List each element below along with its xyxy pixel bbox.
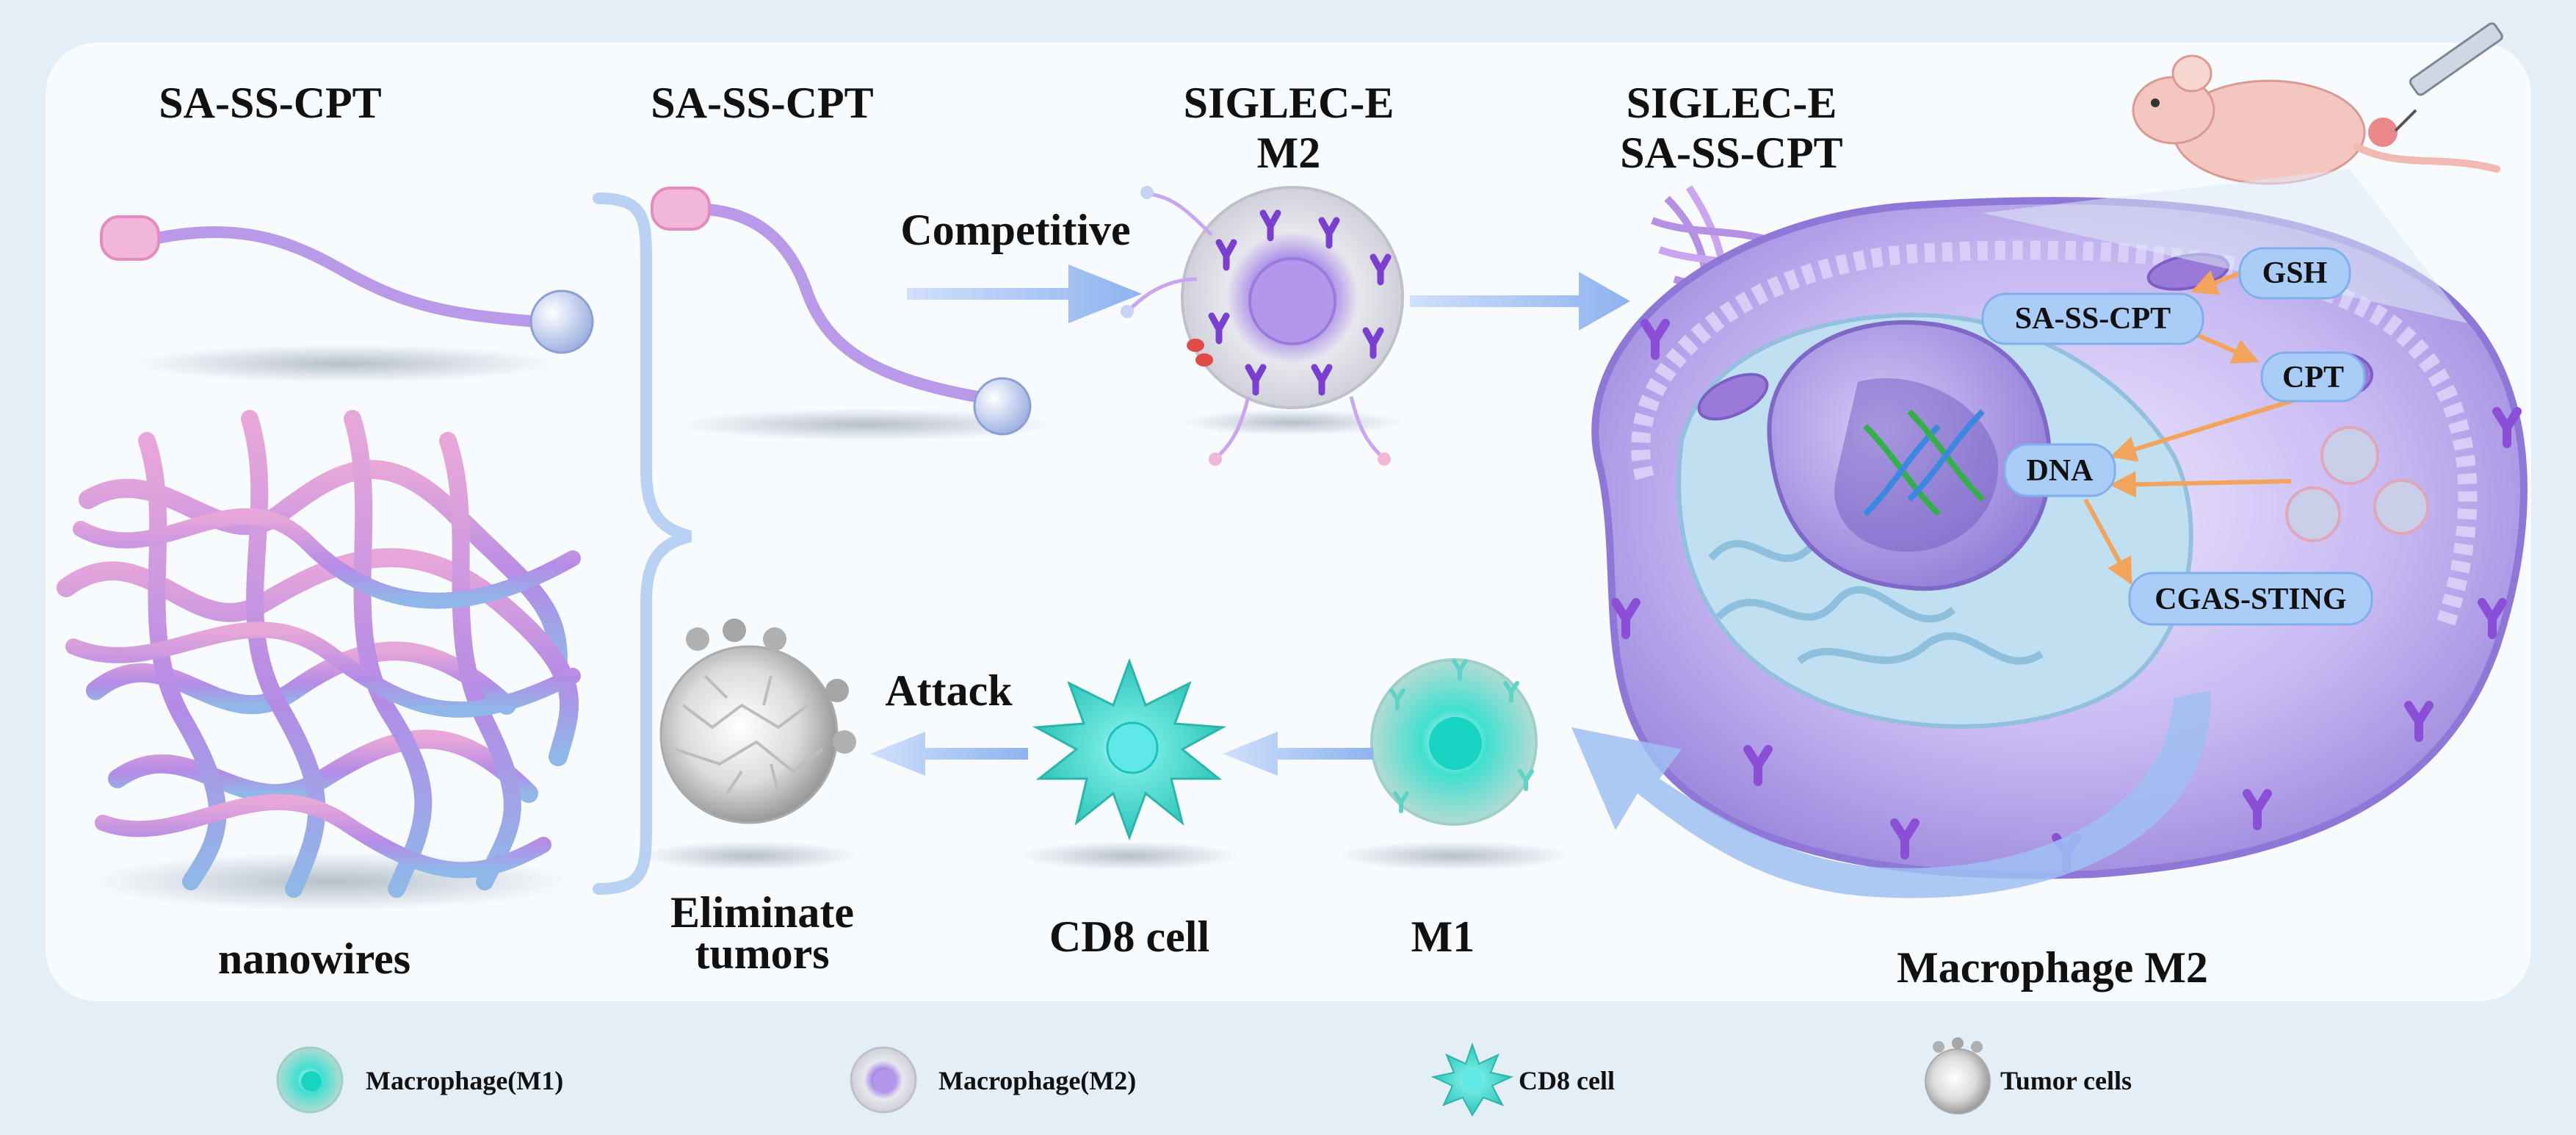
label-macrophage-m2: Macrophage M2 [1897, 943, 2208, 992]
label-tumors: tumors [695, 929, 829, 978]
label-siglec-e-right: SIGLEC-E [1627, 79, 1837, 127]
label-nanowires: nanowires [218, 934, 410, 983]
m2-shadow [1182, 409, 1403, 436]
legend-item-cd8: CD8 cell [1430, 1042, 1615, 1117]
pill-dna: DNA [2003, 443, 2116, 497]
pill-cpt: CPT [2260, 351, 2366, 403]
label-m2-top: M2 [1257, 129, 1321, 177]
pill-dna-label: DNA [2027, 454, 2094, 488]
legend-label-tumor: Tumor cells [2000, 1066, 2132, 1095]
polarization-arrow [1571, 691, 2211, 898]
legend-label-cd8: CD8 cell [1519, 1066, 1615, 1095]
macrophage-m2-cell-illustration [1591, 197, 2528, 879]
label-eliminate: Eliminate [670, 888, 854, 937]
pill-gsh: GSH [2238, 247, 2351, 300]
legend-item-tumor: Tumor cells [1925, 1037, 2132, 1114]
m1-macrophage-icon [1370, 658, 1538, 826]
label-siglec-e-top: SIGLEC-E [1184, 79, 1394, 127]
probe2-shadow [676, 408, 1057, 441]
competitive-arrow [907, 264, 1142, 323]
pill-gsh-label: GSH [2262, 256, 2328, 290]
pill-cgas-sting: CGAS-STING [2128, 572, 2373, 626]
label-m1: M1 [1411, 912, 1475, 961]
m1-shadow [1336, 841, 1571, 871]
attack-arrow [870, 732, 1028, 776]
dna-helix-icon [1863, 409, 1985, 516]
tumor-shadow [639, 841, 859, 871]
label-sa-ss-cpt-middle: SA-SS-CPT [651, 79, 873, 127]
sa-ss-cpt-molecule-icon [100, 215, 594, 354]
cd8-cell-icon [1032, 657, 1227, 841]
pill-sa-ss-cpt: SA-SS-CPT [1981, 292, 2204, 345]
probe-shadow [132, 345, 558, 383]
pill-sa-ss-cpt-label: SA-SS-CPT [2015, 302, 2171, 336]
pill-cgas-sting-label: CGAS-STING [2154, 583, 2346, 616]
legend-item-m1: Macrophage(M1) [276, 1046, 563, 1114]
legend-label-m2: Macrophage(M2) [938, 1066, 1136, 1095]
tumor-cell-icon [659, 619, 856, 824]
m2-macrophage-icon [1121, 186, 1404, 466]
pill-cpt-label: CPT [2282, 361, 2344, 394]
legend: Macrophage(M1) Macrophage(M2) CD8 cell T… [276, 1037, 2132, 1117]
cd8-shadow [1019, 841, 1240, 871]
label-attack: Attack [885, 666, 1013, 715]
legend-item-m2: Macrophage(M2) [850, 1046, 1136, 1114]
label-competitive: Competitive [900, 206, 1130, 254]
pathway-flow [2083, 270, 2307, 585]
tumor-cell-legend-icon [1925, 1048, 1991, 1114]
label-cd8-cell: CD8 cell [1049, 912, 1209, 961]
label-sa-ss-cpt-left: SA-SS-CPT [159, 79, 381, 127]
binding-arrow [1410, 272, 1630, 331]
legend-label-m1: Macrophage(M1) [366, 1066, 563, 1095]
label-sa-ss-cpt-right: SA-SS-CPT [1620, 129, 1842, 177]
m1-to-cd8-arrow [1223, 732, 1373, 776]
sa-ss-cpt-probe-icon [651, 187, 1032, 436]
nanowire-bundle-icon [57, 410, 581, 911]
